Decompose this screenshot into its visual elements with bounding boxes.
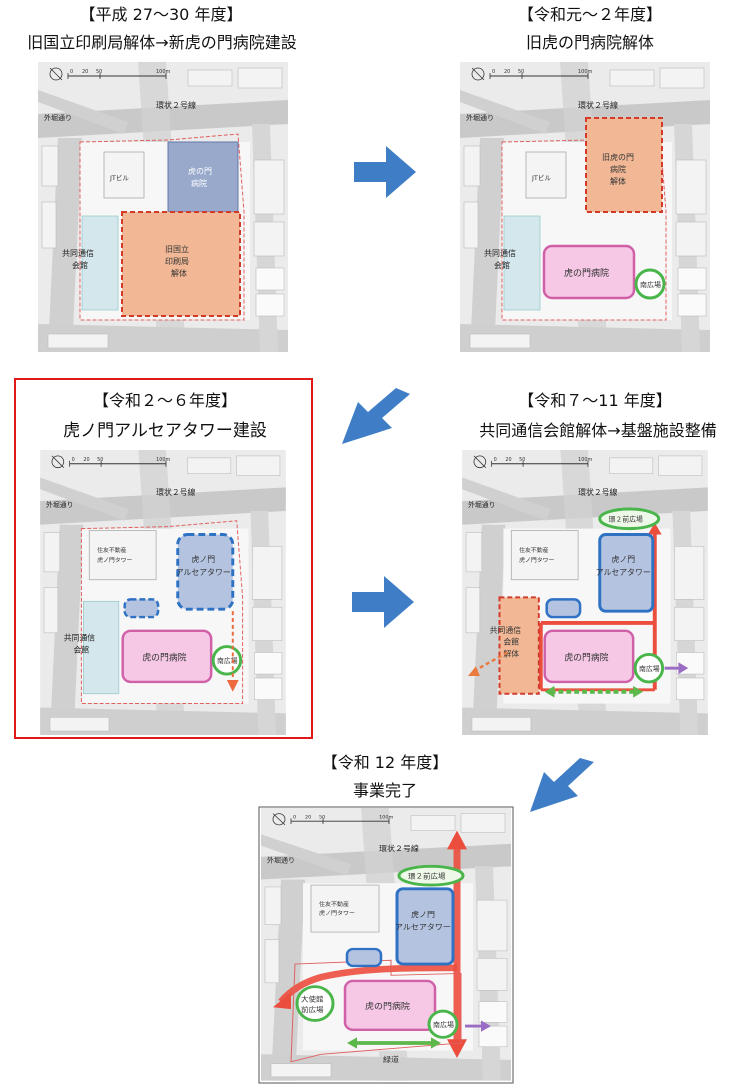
tower-label-2: アルセアタワー — [596, 568, 651, 577]
scale-20: 20 — [504, 69, 510, 75]
road-sotobori: 外堀通り — [46, 500, 73, 509]
scale-50: 50 — [96, 69, 102, 75]
kyodo-demo-2: 会館 — [503, 637, 519, 647]
tower-label-1: 虎ノ門 — [411, 909, 435, 919]
new-hospital-label: 虎の門病院 — [564, 651, 608, 663]
kanjo2-plaza-label: 環２前広場 — [408, 872, 445, 881]
scale-100: 100m — [156, 457, 170, 463]
road-sotobori: 外堀通り — [267, 856, 295, 865]
kyodo-demo-1: 共同通信 — [490, 625, 522, 635]
scale-20: 20 — [83, 457, 89, 463]
sumitomo-label-2: 虎ノ門タワー — [319, 909, 355, 917]
map-step2: 0 20 50 100m 外堀通り 環状２号線 JTビル 旧虎の門 病院 解体 … — [460, 62, 710, 352]
scale-100: 100m — [379, 814, 394, 820]
ryokudo-label: 緑道 — [383, 1054, 399, 1064]
tower-label-1: 虎ノ門 — [192, 554, 216, 564]
scale-50: 50 — [319, 814, 325, 820]
south-plaza-label: 南広場 — [639, 664, 660, 673]
scale-50: 50 — [518, 69, 524, 75]
kyodo-label-1: 共同通信 — [64, 633, 96, 643]
road-kanjo: 環状２号線 — [578, 100, 618, 110]
step4-period: 【令和７～11 年度】 — [518, 391, 672, 410]
step3-caption: 虎ノ門アルセアタワー建設 — [63, 421, 267, 441]
flow-arrow-down-left-icon — [342, 388, 410, 444]
map-step4: 0 20 50 100m 外堀通り 環状２号線 住友不動産 虎ノ門タワー 共同通… — [460, 450, 710, 735]
kyodo-label-2: 会館 — [74, 644, 90, 654]
kyodo-label-1: 共同通信 — [62, 248, 94, 258]
road-sotobori: 外堀通り — [466, 113, 494, 122]
insatsu-label-2: 印刷局 — [165, 257, 189, 266]
step2-caption: 旧虎の門病院解体 — [525, 33, 654, 52]
flow-arrow-right-icon — [354, 146, 416, 198]
tower-label-2: アルセアタワー — [176, 568, 231, 577]
step5-caption: 事業完了 — [352, 781, 417, 800]
step5-period: 【令和 12 年度】 — [321, 753, 449, 772]
scale-0: 0 — [72, 457, 75, 463]
current-step-highlight-frame — [14, 378, 313, 739]
kyodo-label-1: 共同通信 — [484, 248, 516, 258]
sumitomo-label-1: 住友不動産 — [97, 546, 127, 554]
embassy-plaza-label-2: 前広場 — [301, 1005, 323, 1014]
kyodo-label-2: 会館 — [72, 260, 88, 270]
kyodo-demo-3: 解体 — [503, 648, 519, 658]
old-hospital-demo-3: 解体 — [610, 176, 626, 186]
old-hospital-label-2: 病院 — [191, 178, 207, 188]
old-hospital-label-1: 虎の門 — [188, 166, 212, 176]
scale-0: 0 — [492, 69, 495, 75]
step4-caption: 共同通信会館解体→基盤施設整備 — [479, 421, 717, 440]
step1-period: 【平成 27～30 年度】 — [79, 5, 243, 24]
new-hospital-label: 虎の門病院 — [564, 267, 609, 279]
step3-period: 【令和２～６年度】 — [92, 391, 237, 410]
jt-building: JTビル — [109, 173, 129, 182]
map-step3: 0 20 50 100m 外堀通り 環状２号線 住友不動産 虎ノ門タワー 虎ノ門… — [38, 450, 288, 735]
sumitomo-label-1: 住友不動産 — [319, 900, 349, 908]
road-sotobori: 外堀通り — [468, 500, 495, 509]
flow-arrow-right-2-icon — [352, 576, 414, 628]
scale-20: 20 — [305, 814, 311, 820]
scale-50: 50 — [97, 457, 103, 463]
scale-20: 20 — [82, 69, 88, 75]
old-hospital-demo-1: 旧虎の門 — [602, 152, 634, 162]
jt-building: JTビル — [531, 173, 551, 182]
step1-caption: 旧国立印刷局解体→新虎の門病院建設 — [27, 33, 297, 52]
sumitomo-label-2: 虎ノ門タワー — [97, 556, 132, 564]
road-kanjo: 環状２号線 — [156, 100, 196, 110]
sumitomo-label-2: 虎ノ門タワー — [519, 556, 554, 564]
map-step1: 0 20 50 100m 外堀通り 環状２号線 JTビル 虎の門 病院 共同通信… — [38, 62, 288, 352]
road-sotobori: 外堀通り — [44, 113, 72, 122]
embassy-plaza-label-1: 大使館 — [301, 995, 323, 1004]
insatsu-label-1: 旧国立 — [165, 244, 189, 254]
road-kanjo: 環状２号線 — [578, 487, 617, 497]
new-hospital-label: 虎の門病院 — [365, 1000, 410, 1012]
south-plaza-label: 南広場 — [640, 280, 661, 289]
old-hospital-demo-2: 病院 — [610, 164, 626, 174]
scale-100: 100m — [156, 69, 171, 75]
step2-period: 【令和元～２年度】 — [517, 5, 662, 24]
scale-100: 100m — [578, 69, 593, 75]
sumitomo-label-1: 住友不動産 — [519, 546, 549, 554]
map-step5: 0 20 50 100m 外堀通り 環状２号線 住友不動産 虎ノ門タワー 環２前… — [258, 806, 514, 1084]
tower-label-1: 虎ノ門 — [612, 554, 636, 564]
kanjo2-plaza-label: 環２前広場 — [609, 515, 643, 524]
scale-100: 100m — [578, 457, 592, 463]
scale-0: 0 — [70, 69, 73, 75]
flow-arrow-down-left-2-icon — [530, 758, 594, 812]
kyodo-label-2: 会館 — [494, 260, 510, 270]
tower-label-2: アルセアタワー — [395, 922, 451, 931]
scale-50: 50 — [519, 457, 525, 463]
road-kanjo: 環状２号線 — [156, 487, 195, 497]
scale-20: 20 — [505, 457, 511, 463]
south-plaza-label: 南広場 — [217, 656, 238, 665]
south-plaza-label: 南広場 — [433, 1020, 454, 1029]
scale-0: 0 — [293, 814, 296, 820]
scale-0: 0 — [494, 457, 497, 463]
insatsu-label-3: 解体 — [171, 268, 187, 278]
road-kanjo: 環状２号線 — [379, 843, 419, 853]
new-hospital-label: 虎の門病院 — [142, 651, 186, 663]
